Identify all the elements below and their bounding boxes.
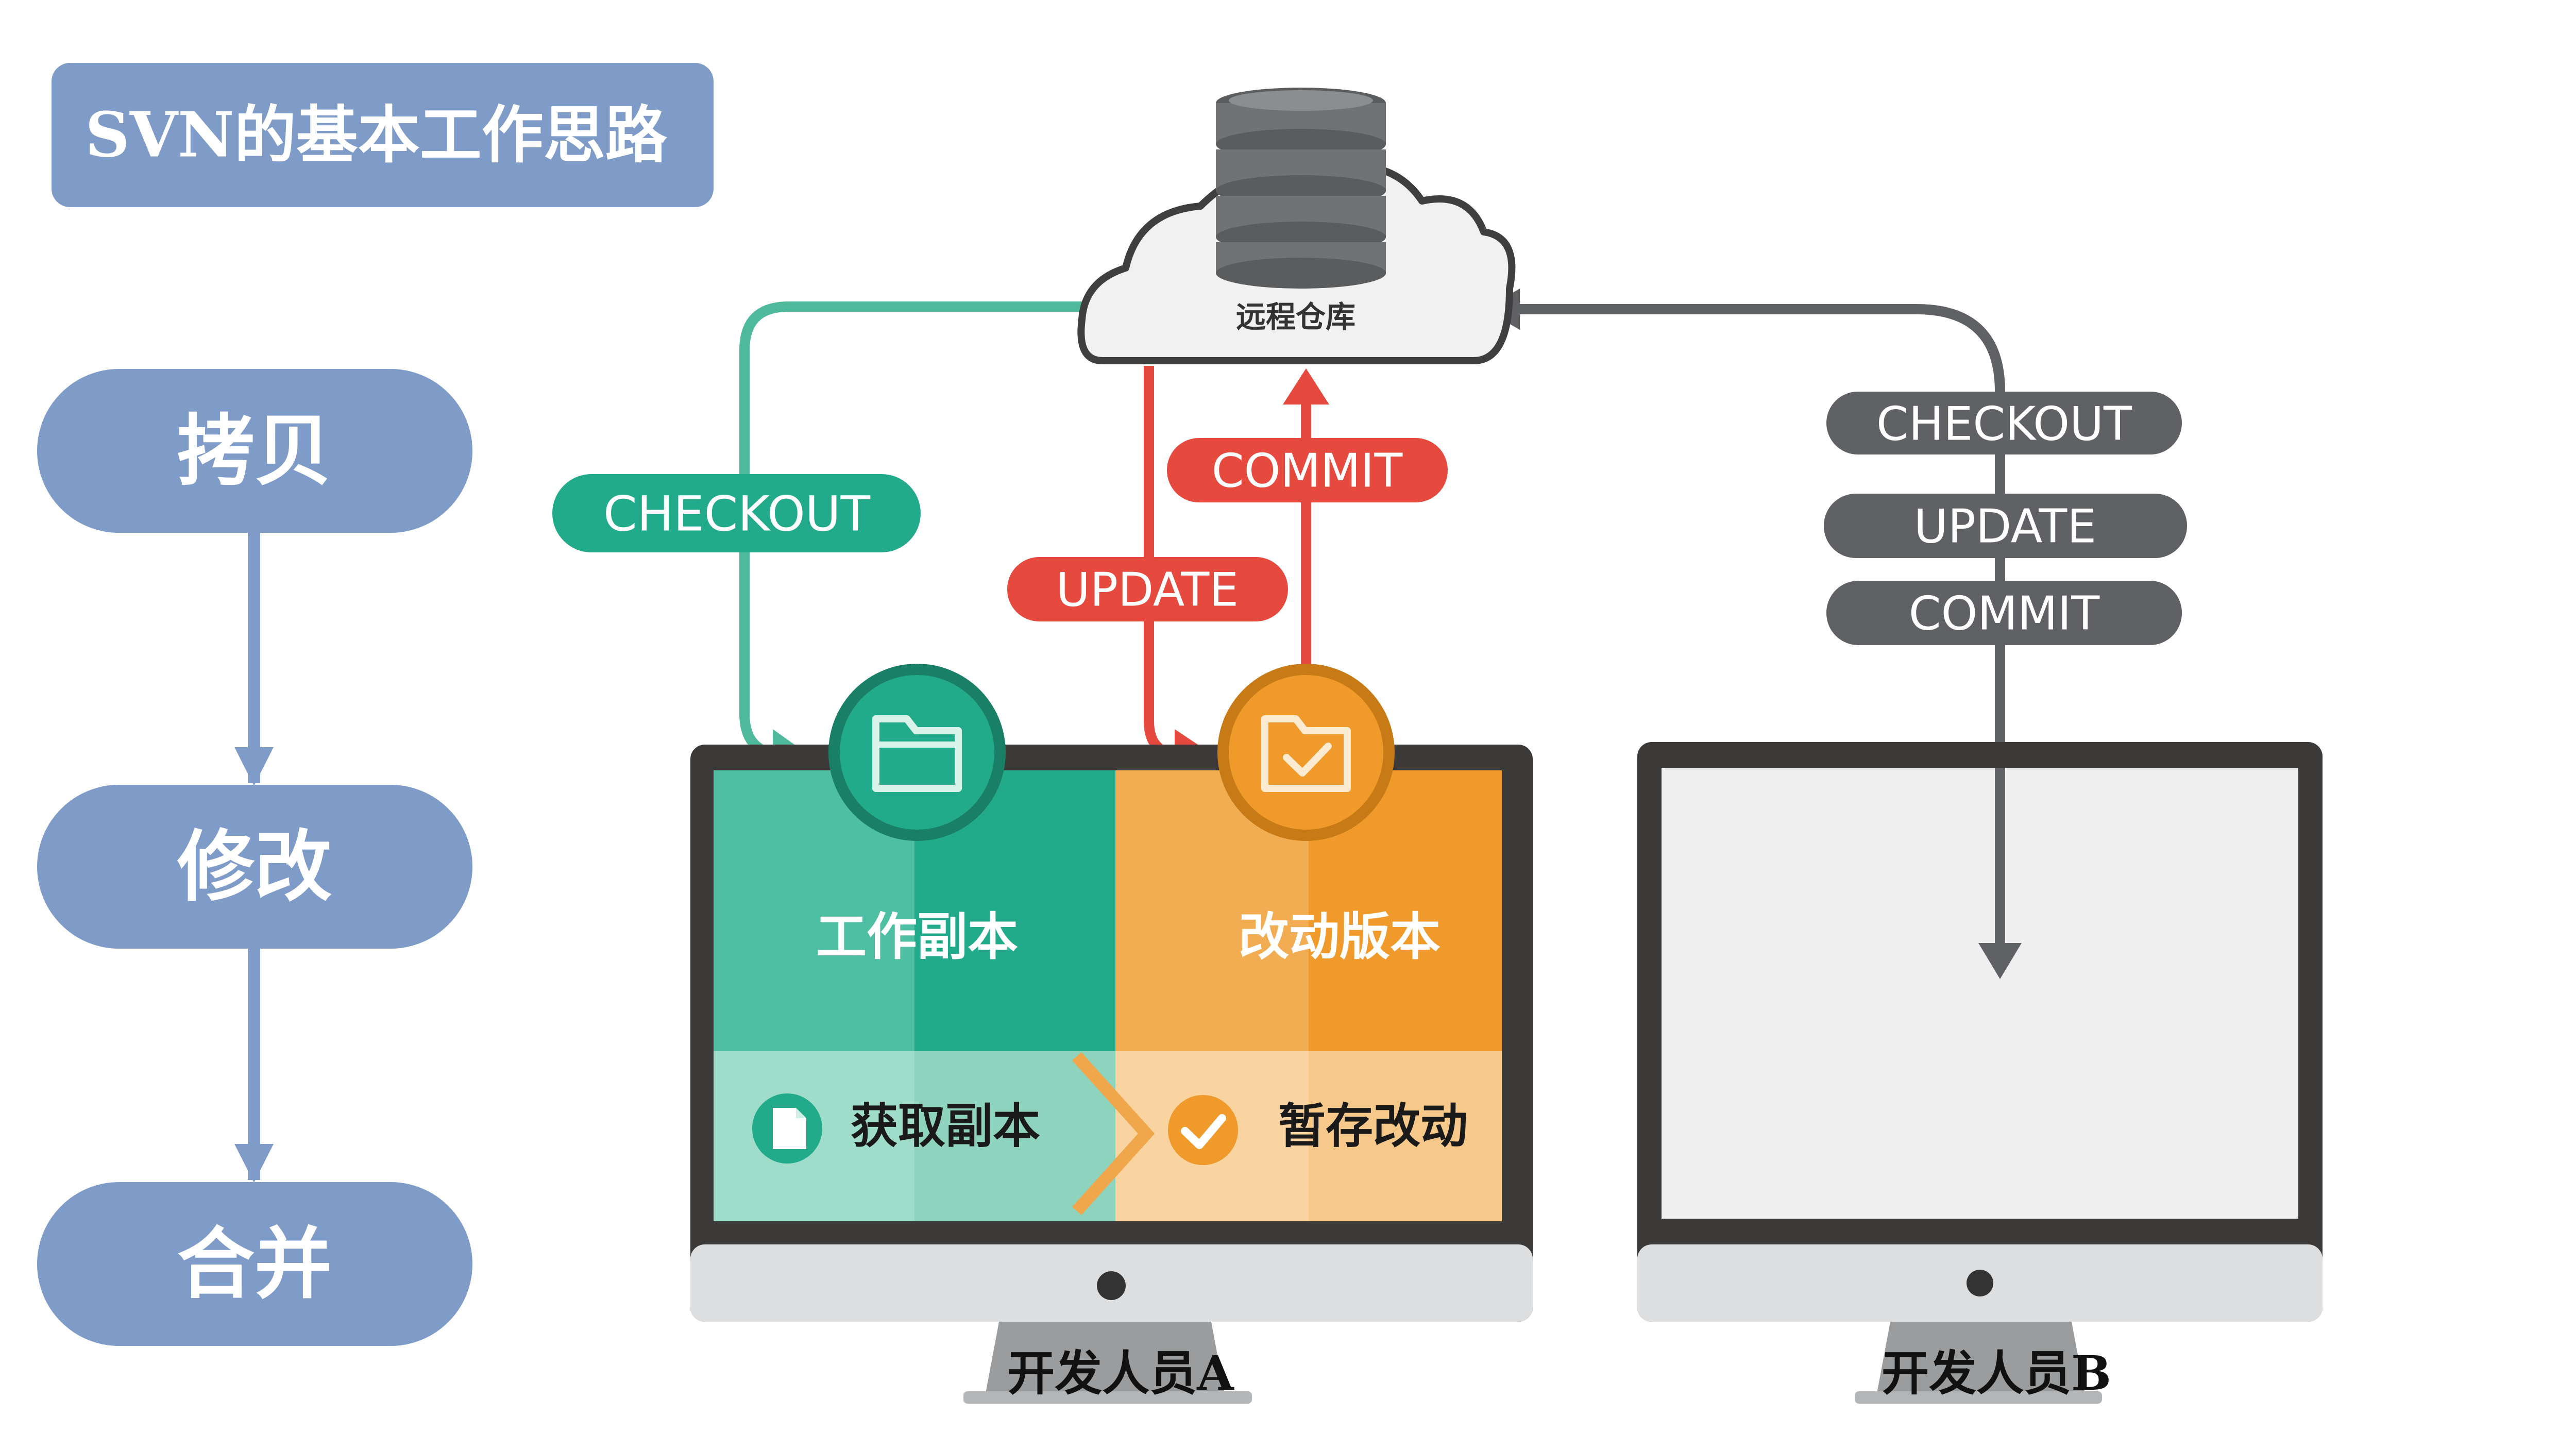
step-copy: 拷贝 [37, 369, 472, 533]
sync-line-b [1510, 304, 2005, 948]
update-pill-a: UPDATE [1007, 557, 1288, 621]
page-title: SVN的基本工作思路 [85, 99, 667, 172]
panel-working-copy-label: 工作副本 [816, 907, 1018, 967]
repository-label: 远程仓库 [1236, 299, 1355, 334]
commit-pill-b: COMMIT [1826, 581, 2182, 645]
folder-icon [872, 715, 962, 792]
step-copy-label: 拷贝 [177, 406, 332, 496]
step-merge: 合并 [37, 1182, 472, 1346]
monitor-screen [1662, 768, 2298, 1219]
panel-changed-version-label: 改动版本 [1239, 907, 1440, 967]
monitor-developer-a: 工作副本 改动版本 获取副本 暂存改动 [690, 664, 1533, 1404]
checkout-pill-a: CHECKOUT [552, 474, 921, 552]
monitor-stand [1875, 1319, 2087, 1402]
get-copy-label: 获取副本 [851, 1098, 1040, 1154]
check-icon [1181, 1114, 1226, 1149]
checkout-label-b: CHECKOUT [1876, 397, 2132, 451]
checkout-pill-b: CHECKOUT [1826, 392, 2182, 454]
step-modify-label: 修改 [177, 821, 332, 912]
monitor-stand [984, 1319, 1226, 1402]
commit-label-a: COMMIT [1212, 444, 1403, 498]
changed-version-badge [1217, 664, 1395, 841]
checkout-label-a: CHECKOUT [603, 486, 871, 543]
commit-pill-a: COMMIT [1167, 438, 1448, 502]
developer-a-label: 开发人员A [1007, 1345, 1234, 1401]
working-copy-badge [828, 664, 1006, 841]
database-icon [1216, 88, 1386, 289]
monitor-developer-b: 开发人员B [1637, 742, 2323, 1404]
step-merge-label: 合并 [177, 1219, 332, 1309]
commit-label-b: COMMIT [1909, 587, 2100, 641]
update-pill-b: UPDATE [1824, 494, 2187, 558]
monitor-camera-dot [1967, 1270, 1993, 1296]
arrow-up-icon [1283, 368, 1329, 405]
folder-check-icon [1261, 715, 1351, 792]
title-box: SVN的基本工作思路 [52, 63, 714, 207]
get-copy-action: 获取副本 [752, 1093, 1040, 1164]
update-label-a: UPDATE [1056, 563, 1239, 617]
stage-changes-label: 暂存改动 [1278, 1098, 1468, 1154]
stage-changes-action: 暂存改动 [1168, 1095, 1468, 1165]
step-modify: 修改 [37, 785, 472, 949]
arrow-down-icon [234, 1144, 274, 1183]
developer-b-label: 开发人员B [1882, 1345, 2111, 1401]
update-label-b: UPDATE [1914, 500, 2096, 554]
arrow-down-icon [234, 747, 274, 786]
monitor-camera-dot [1097, 1271, 1126, 1300]
step-flow: 拷贝 修改 合并 [37, 369, 472, 1346]
remote-repository: 远程仓库 [1077, 88, 1516, 364]
document-icon [773, 1108, 806, 1149]
arrow-down-icon [1978, 943, 2022, 979]
